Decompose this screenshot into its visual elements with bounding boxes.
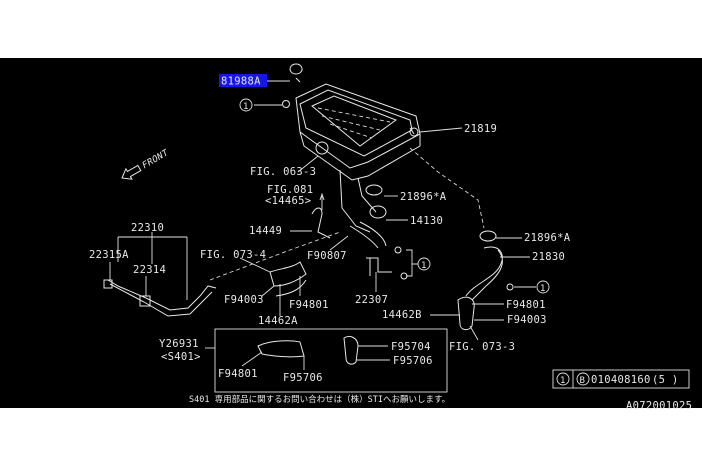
- callout-14462B[interactable]: 14462B: [382, 309, 422, 321]
- callout-F95706-b[interactable]: F95706: [393, 355, 433, 367]
- callout-F94801[interactable]: F94801: [289, 299, 329, 311]
- callout-fig-063-3[interactable]: FIG. 063-3: [250, 166, 316, 178]
- callout-14462A[interactable]: 14462A: [258, 315, 298, 327]
- callout-fig-081[interactable]: FIG.081: [267, 184, 313, 196]
- callout-F94801-c[interactable]: F94801: [218, 368, 258, 380]
- callout-fig-073-4[interactable]: FIG. 073-4: [200, 249, 266, 261]
- ref-1-marker: 1: [421, 261, 427, 271]
- callout-81988A[interactable]: 81988A: [221, 76, 261, 88]
- callout-Y26931[interactable]: Y26931: [159, 338, 199, 350]
- highlight-box: [219, 74, 267, 87]
- callout-14449[interactable]: 14449: [249, 225, 282, 237]
- front-arrow-icon: FRONT: [121, 148, 171, 180]
- callout-F95706[interactable]: F95706: [283, 372, 323, 384]
- callout-F94801-b[interactable]: F94801: [506, 299, 546, 311]
- legend-part-number[interactable]: 010408160: [591, 374, 651, 386]
- callout-22307[interactable]: 22307: [355, 294, 388, 306]
- diagram-canvas: [0, 58, 702, 408]
- legend-qty: (5 ): [652, 374, 679, 386]
- legend-ref: 1: [560, 376, 566, 386]
- callout-fig-073-3[interactable]: FIG. 073-3: [449, 341, 515, 353]
- legend-box: 1 B 010408160 (5 ): [552, 369, 690, 389]
- dashed-leader: [209, 231, 341, 281]
- callout-22315A[interactable]: 22315A: [89, 249, 129, 261]
- callout-21896A[interactable]: 21896*A: [400, 191, 447, 203]
- footnote: S401 専用部品に関するお問い合わせは（株）STIへお願いします。: [189, 394, 450, 405]
- callout-22314[interactable]: 22314: [133, 264, 166, 276]
- callout-lines: [109, 80, 536, 393]
- callout-14465[interactable]: <14465>: [265, 195, 311, 207]
- callout-F90807[interactable]: F90807: [307, 250, 347, 262]
- dashed-leader: [409, 147, 485, 229]
- air-intake-duct-drawing: [103, 63, 514, 365]
- callout-21819[interactable]: 21819: [464, 123, 497, 135]
- callout-F94003[interactable]: F94003: [224, 294, 264, 306]
- callout-14130[interactable]: 14130: [410, 215, 443, 227]
- callout-21896A-2[interactable]: 21896*A: [524, 232, 571, 244]
- callout-F95704[interactable]: F95704: [391, 341, 431, 353]
- front-label: FRONT: [141, 148, 171, 171]
- ref-1-marker: 1: [540, 284, 546, 294]
- drawing-id: A072001025: [626, 400, 692, 412]
- callout-21830[interactable]: 21830: [532, 251, 565, 263]
- callout-S401: <S401>: [161, 351, 201, 363]
- ref-1-marker: 1: [243, 102, 249, 112]
- bolt-icon: B: [580, 376, 586, 386]
- callout-F94003-b[interactable]: F94003: [507, 314, 547, 326]
- callout-22310[interactable]: 22310: [131, 222, 164, 234]
